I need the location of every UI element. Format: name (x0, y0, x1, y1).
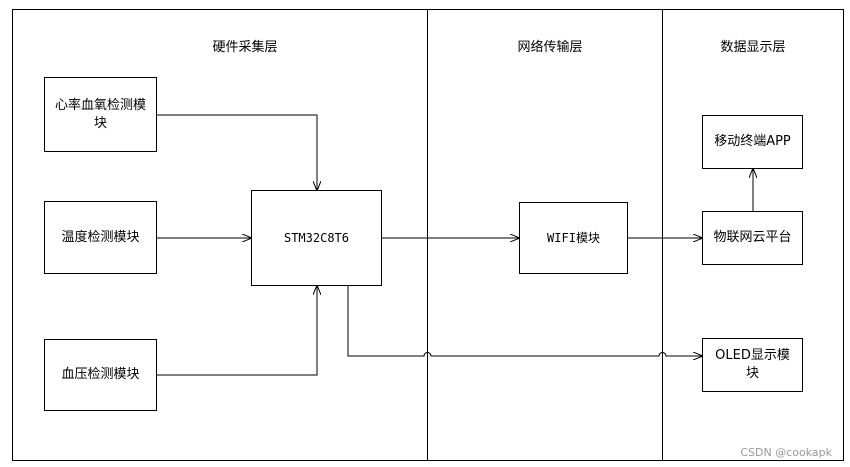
mobile-app: 移动终端APP (702, 115, 803, 169)
oled-display-module: OLED显示模块 (702, 338, 803, 392)
iot-cloud-platform: 物联网云平台 (702, 211, 803, 265)
wifi-module: WIFI模块 (519, 202, 628, 274)
lane-title-display: 数据显示层 (720, 40, 786, 55)
temperature-module: 温度检测模块 (44, 201, 157, 274)
lane-divider-2 (662, 9, 663, 461)
lane-title-hardware: 硬件采集层 (212, 40, 278, 55)
connector-bp-to-mcu (157, 286, 317, 376)
connector-mcu-to-oled (347, 286, 702, 356)
blood-pressure-module: 血压检测模块 (44, 339, 157, 411)
lane-title-network: 网络传输层 (517, 40, 583, 55)
diagram-frame (12, 9, 844, 461)
heart-rate-spo2-module: 心率血氧检测模块 (44, 77, 157, 152)
mcu-block: STM32C8T6 (251, 190, 382, 286)
connector-heart-to-mcu (157, 114, 317, 190)
lane-divider-1 (427, 9, 428, 461)
watermark: CSDN @cookapk (740, 446, 832, 459)
